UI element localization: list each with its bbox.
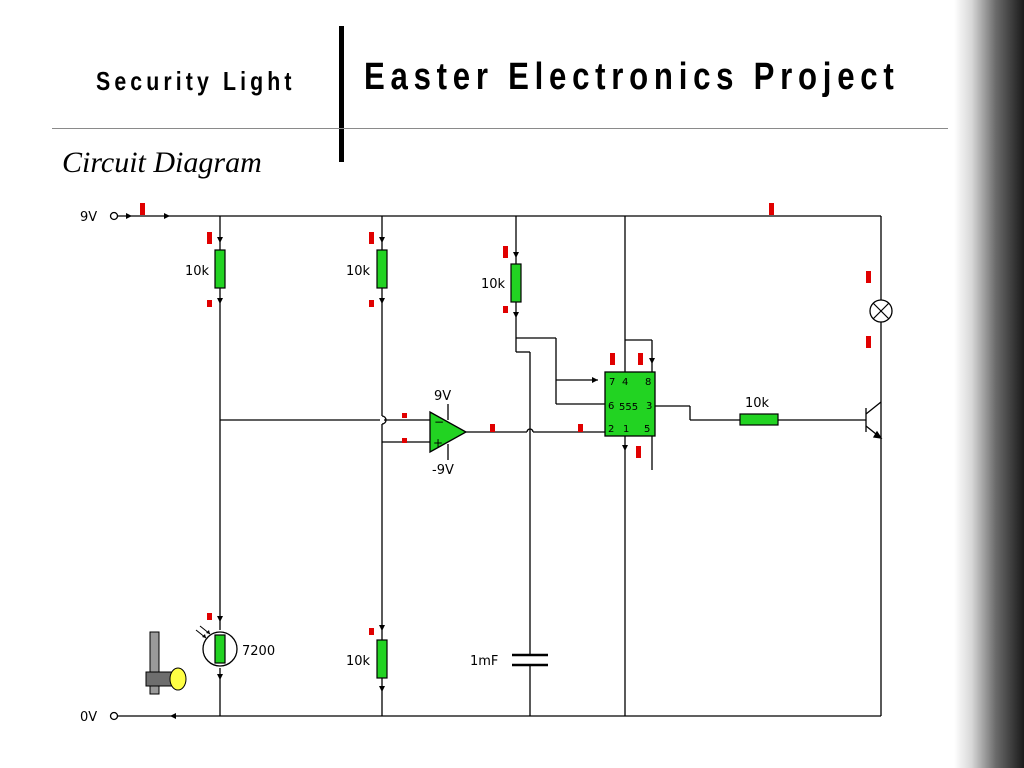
ic-label: 555 bbox=[619, 402, 638, 413]
op-amp-plus-sign: + bbox=[433, 436, 443, 450]
resistor-pullup bbox=[510, 263, 522, 303]
resistor-bottom-label: 10k bbox=[346, 654, 371, 669]
resistor-top-middle-label: 10k bbox=[346, 264, 371, 279]
probe-markers bbox=[140, 203, 871, 635]
resistor-pullup-label: 10k bbox=[481, 277, 506, 292]
ic-pin-3: 3 bbox=[646, 401, 652, 412]
ldr-label: 7200 bbox=[242, 644, 275, 659]
ic-pin-8: 8 bbox=[645, 377, 651, 388]
capacitor bbox=[512, 653, 548, 667]
resistor-top-left-label: 10k bbox=[185, 264, 210, 279]
op-amp-negative-supply-label: -9V bbox=[432, 463, 454, 478]
positive-supply-label: 9V bbox=[80, 210, 97, 225]
slide-edge-shading bbox=[954, 0, 1024, 768]
resistor-top-middle bbox=[376, 249, 388, 289]
slide-title: Easter Electronics Project bbox=[364, 56, 900, 98]
op-amp-positive-supply-label: 9V bbox=[434, 389, 451, 404]
ic-pin-4: 4 bbox=[622, 377, 628, 388]
ic-pin-1: 1 bbox=[623, 424, 629, 435]
section-heading: Circuit Diagram bbox=[62, 146, 262, 179]
ic-pin-6: 6 bbox=[608, 401, 614, 412]
supply-terminals bbox=[109, 211, 119, 721]
op-amp-minus-sign: − bbox=[434, 415, 444, 429]
ic-pin-7: 7 bbox=[609, 377, 615, 388]
ground-supply-label: 0V bbox=[80, 710, 97, 725]
current-arrows bbox=[126, 213, 655, 719]
title-divider bbox=[339, 26, 344, 162]
header-rule bbox=[52, 128, 948, 129]
resistor-base-label: 10k bbox=[745, 396, 770, 411]
torch-icon bbox=[145, 631, 187, 695]
wires bbox=[118, 215, 882, 717]
ic-555 bbox=[604, 371, 656, 437]
positive-terminal bbox=[109, 211, 119, 221]
resistors bbox=[214, 249, 779, 679]
transistor bbox=[865, 401, 883, 439]
ground-terminal bbox=[109, 711, 119, 721]
ldr-sensor bbox=[195, 625, 238, 667]
resistor-top-left bbox=[214, 249, 226, 289]
resistor-bottom bbox=[376, 639, 388, 679]
capacitor-label: 1mF bbox=[470, 654, 498, 669]
resistor-base bbox=[739, 413, 779, 426]
slide-subtitle: Security Light bbox=[96, 66, 296, 96]
lamp-icon bbox=[869, 299, 893, 323]
ic-pin-5: 5 bbox=[644, 424, 650, 435]
op-amp bbox=[429, 410, 468, 454]
ic-pin-2: 2 bbox=[608, 424, 614, 435]
